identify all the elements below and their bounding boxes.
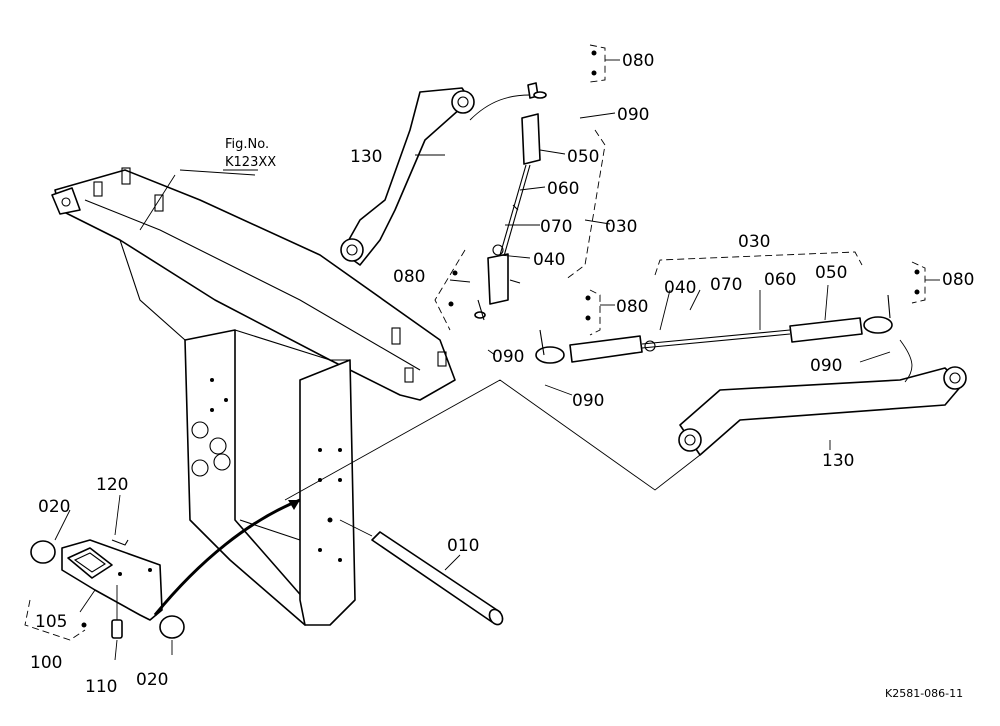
callout-060: 060 [547, 179, 579, 199]
callout-060: 060 [764, 270, 796, 290]
callout-090: 090 [617, 105, 649, 125]
callout-130: 130 [350, 147, 382, 167]
callout-080: 080 [622, 51, 654, 71]
pin-010 [339, 519, 504, 626]
callout-080: 080 [393, 267, 425, 287]
callout-105: 105 [35, 612, 67, 632]
turnbuckle-left [474, 82, 547, 321]
callout-030: 030 [605, 217, 637, 237]
callout-070: 070 [540, 217, 572, 237]
callout-110: 110 [85, 677, 117, 697]
reference-line [284, 379, 701, 501]
lift-arm-right [678, 339, 967, 456]
callout-090: 090 [810, 356, 842, 376]
document-id: K2581-086-11 [885, 687, 963, 700]
reference-dots [448, 50, 920, 321]
leader-lines [54, 59, 940, 661]
callout-050: 050 [567, 147, 599, 167]
callout-040: 040 [664, 278, 696, 298]
callout-010: 010 [447, 536, 479, 556]
main-frame [51, 167, 456, 626]
figure-reference: Fig.No. K123XX [223, 137, 276, 171]
figure-reference-line2: K123XX [225, 155, 276, 170]
callout-130: 130 [822, 451, 854, 471]
group-brackets [24, 44, 926, 641]
callout-030: 030 [738, 232, 770, 252]
plate-100 [30, 539, 185, 639]
callout-070: 070 [710, 275, 742, 295]
turnbuckle-right [535, 294, 893, 364]
callout-020: 020 [38, 497, 70, 517]
callout-090: 090 [492, 347, 524, 367]
callout-050: 050 [815, 263, 847, 283]
callout-040: 040 [533, 250, 565, 270]
callout-090: 090 [572, 391, 604, 411]
assembly-arrow [153, 498, 301, 616]
callout-020: 020 [136, 670, 168, 690]
lift-arm-left [340, 87, 531, 266]
figure-reference-line1: Fig.No. [225, 137, 269, 152]
callout-100: 100 [30, 653, 62, 673]
callout-080: 080 [616, 297, 648, 317]
callout-120: 120 [96, 475, 128, 495]
callout-labels: 080 090 050 130 060 070 030 040 080 030 … [30, 51, 974, 697]
assembly-arrow-head [288, 500, 300, 510]
callout-080: 080 [942, 270, 974, 290]
